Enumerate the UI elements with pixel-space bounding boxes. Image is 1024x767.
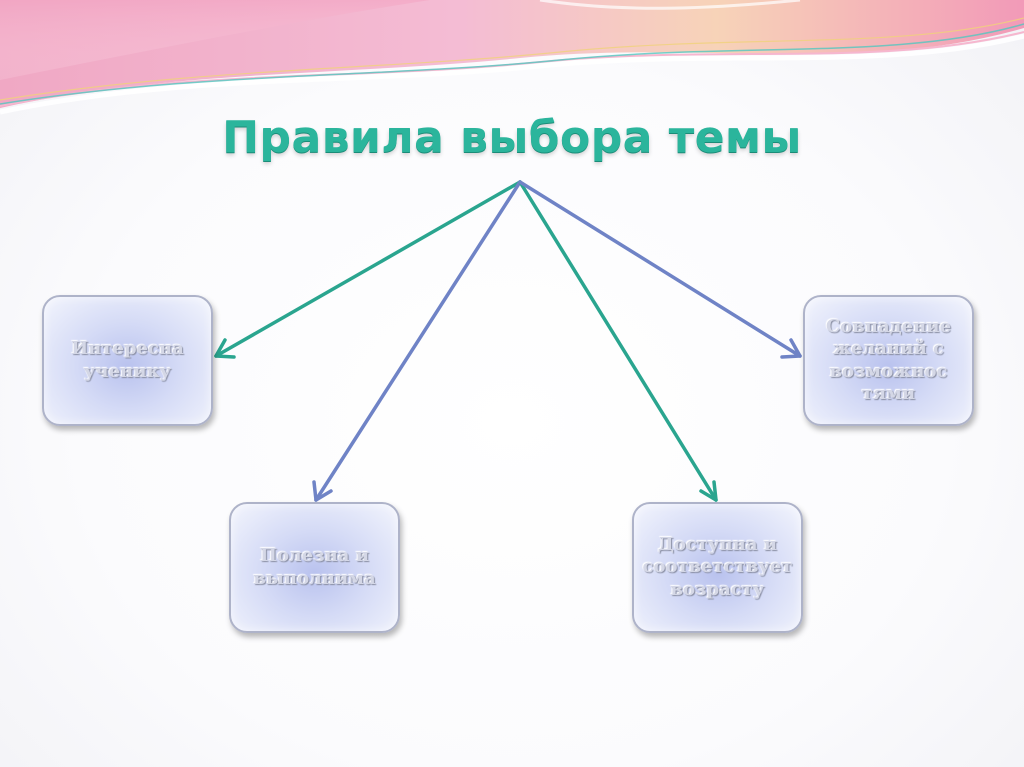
- arrow-to-wishes: [520, 182, 800, 356]
- node-wishes-label: Совпадение желаний с возможнос тями: [811, 316, 966, 406]
- node-wishes: Совпадение желаний с возможнос тями: [803, 295, 974, 426]
- node-interesting: Интересна ученику: [42, 295, 213, 426]
- node-accessible: Доступна и соответствует возрасту: [632, 502, 803, 633]
- node-useful: Полезна и выполнима: [229, 502, 400, 633]
- arrow-to-interesting: [216, 182, 520, 356]
- node-interesting-label: Интересна ученику: [50, 338, 205, 383]
- arrow-to-accessible: [520, 182, 716, 500]
- node-accessible-label: Доступна и соответствует возрасту: [640, 534, 795, 602]
- node-useful-label: Полезна и выполнима: [237, 545, 392, 590]
- arrow-to-useful: [316, 182, 520, 500]
